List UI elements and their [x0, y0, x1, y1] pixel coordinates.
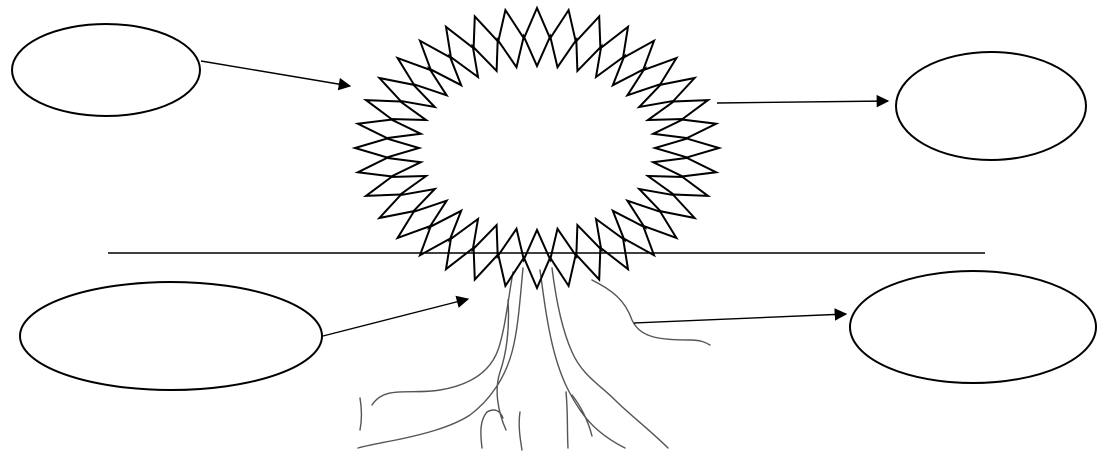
- bottom-left-ellipse: [20, 282, 322, 390]
- root-stroke: [360, 398, 362, 430]
- arrow-bottom-left-to-center: [323, 299, 468, 336]
- root-stroke: [519, 412, 522, 450]
- arrow-center-to-top-right: [717, 101, 888, 103]
- top-right-ellipse: [896, 52, 1086, 160]
- root-stroke: [497, 300, 508, 430]
- root-stroke: [358, 268, 523, 448]
- starburst-inner-ring: [386, 36, 689, 259]
- bottom-right-ellipse: [850, 271, 1096, 383]
- root-stroke: [481, 412, 487, 448]
- arrow-center-to-bottom-right: [634, 314, 846, 323]
- root-stroke: [566, 392, 568, 448]
- center-starburst: [355, 8, 719, 288]
- root-stroke: [540, 270, 625, 448]
- root-stroke: [592, 280, 710, 345]
- starburst-outer-ring: [355, 8, 719, 288]
- root-stroke: [372, 272, 513, 405]
- top-left-ellipse: [12, 24, 200, 116]
- root-stroke: [552, 268, 668, 448]
- arrow-top-left-to-center: [201, 61, 350, 86]
- roots-group: [358, 268, 710, 450]
